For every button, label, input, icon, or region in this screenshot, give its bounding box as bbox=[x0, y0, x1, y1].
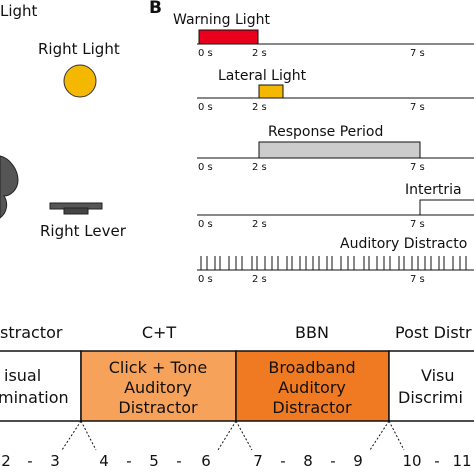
tick-label-7s: 7 s bbox=[410, 102, 425, 113]
block-text-line: Distractor bbox=[118, 398, 198, 417]
tick-label-0s: 0 s bbox=[198, 162, 213, 173]
block-broadband-distractor bbox=[235, 350, 390, 422]
tick-label-2s: 2 s bbox=[252, 102, 267, 113]
tick-label-0s: 0 s bbox=[198, 102, 213, 113]
header-c-plus-t: C+T bbox=[142, 323, 177, 342]
tick-label-7s: 7 s bbox=[410, 162, 425, 173]
block-text-line: mination bbox=[0, 388, 69, 407]
block-visual-discrimination-right bbox=[388, 350, 474, 422]
block-text-line: Distractor bbox=[272, 398, 352, 417]
axis-number: 2 bbox=[1, 452, 11, 470]
header-bbn: BBN bbox=[295, 323, 329, 342]
axis-number: 11 bbox=[452, 452, 471, 470]
axis-number: 8 bbox=[303, 452, 313, 470]
timeline-intertrial: Intertria 0 s 2 s 7 s bbox=[197, 182, 474, 230]
rat-body-icon bbox=[0, 155, 19, 219]
warning-light-bar bbox=[198, 29, 259, 45]
block-click-tone-distractor bbox=[80, 350, 237, 422]
tick-label-2s: 2 s bbox=[252, 48, 267, 59]
axis-separator: - bbox=[27, 452, 32, 470]
panel-a-top-label: Light bbox=[0, 2, 38, 20]
axis-number: 10 bbox=[402, 452, 421, 470]
lateral-light-bar bbox=[258, 84, 284, 99]
panel-c: stractor C+T BBN Post Distr isual minati… bbox=[0, 323, 474, 470]
intertrial-bar bbox=[419, 199, 474, 215]
axis-separator: - bbox=[330, 452, 335, 470]
timeline-lateral-light: Lateral Light 0 s 2 s 7 s bbox=[197, 68, 474, 113]
block-visual-discrimination-left bbox=[0, 350, 82, 422]
axis-separator: - bbox=[434, 452, 439, 470]
tick-label-2s: 2 s bbox=[252, 162, 267, 173]
right-light-label: Right Light bbox=[38, 40, 120, 58]
auditory-pulse-ticks bbox=[200, 256, 467, 270]
right-lever-icon bbox=[63, 207, 89, 215]
timeline-label: Response Period bbox=[268, 124, 383, 140]
timeline-warning-light: Warning Light 0 s 2 s 7 s bbox=[173, 12, 474, 59]
tick-label-7s: 7 s bbox=[410, 274, 425, 285]
block-text-line: Discrimi bbox=[398, 388, 463, 407]
block-number-axis: 2 - 3 4 - 5 - 6 7 - 8 - 9 10 - 11 bbox=[1, 452, 471, 470]
block-text-line: Visu bbox=[421, 366, 455, 385]
axis-number: 3 bbox=[50, 452, 60, 470]
header-post-distractor: Post Distr bbox=[395, 323, 472, 342]
block-connectors bbox=[61, 420, 405, 451]
axis-number: 7 bbox=[253, 452, 263, 470]
timeline-label: Auditory Distracto bbox=[340, 236, 467, 252]
timeline-auditory-distractor: Auditory Distracto 0 s 2 s 7 s bbox=[197, 236, 474, 285]
tick-label-7s: 7 s bbox=[410, 219, 425, 230]
timeline-label: Lateral Light bbox=[218, 68, 307, 84]
panel-a: Light Right Light Right Lever bbox=[0, 2, 127, 240]
block-text-line: Broadband bbox=[268, 358, 355, 377]
block-text-line: Auditory bbox=[124, 378, 192, 397]
axis-number: 6 bbox=[201, 452, 211, 470]
tick-label-0s: 0 s bbox=[198, 219, 213, 230]
tick-label-0s: 0 s bbox=[198, 48, 213, 59]
timeline-label: Intertria bbox=[405, 182, 462, 198]
axis-separator: - bbox=[176, 452, 181, 470]
panel-b: B Warning Light 0 s 2 s 7 s Lateral Ligh… bbox=[149, 0, 474, 285]
axis-number: 9 bbox=[353, 452, 363, 470]
axis-number: 4 bbox=[99, 452, 109, 470]
right-lever-label: Right Lever bbox=[40, 222, 127, 240]
header-distractor: stractor bbox=[0, 323, 63, 342]
tick-label-7s: 7 s bbox=[410, 48, 425, 59]
axis-number: 5 bbox=[149, 452, 159, 470]
response-period-bar bbox=[258, 141, 421, 159]
panel-b-label: B bbox=[149, 0, 162, 18]
tick-label-0s: 0 s bbox=[198, 274, 213, 285]
timeline-response-period: Response Period 0 s 2 s 7 s bbox=[197, 124, 474, 173]
block-text-line: Click + Tone bbox=[109, 358, 208, 377]
timeline-label: Warning Light bbox=[173, 12, 270, 28]
tick-label-2s: 2 s bbox=[252, 274, 267, 285]
block-text-line: isual bbox=[4, 366, 41, 385]
axis-separator: - bbox=[280, 452, 285, 470]
block-text-line: Auditory bbox=[278, 378, 346, 397]
tick-label-2s: 2 s bbox=[252, 219, 267, 230]
right-light-icon bbox=[63, 64, 97, 98]
axis-separator: - bbox=[126, 452, 131, 470]
